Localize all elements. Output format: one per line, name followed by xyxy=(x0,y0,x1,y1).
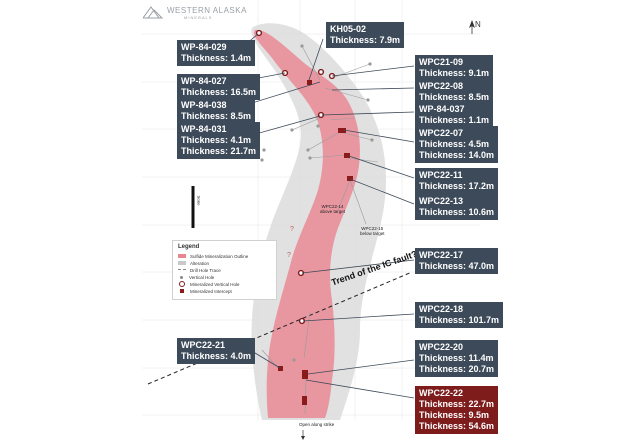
drill-trace xyxy=(349,179,367,225)
strike-arrow-head xyxy=(301,436,305,440)
leader-line xyxy=(307,359,415,375)
leader-line xyxy=(331,87,415,91)
legend-item: Vertical Hole xyxy=(178,274,214,280)
sulfide-mineralization-zone xyxy=(254,29,360,419)
legend-title: Legend xyxy=(178,244,200,250)
leader-line xyxy=(305,379,415,399)
drill-trace xyxy=(307,131,341,151)
company-name: WESTERN ALASKA xyxy=(167,6,247,15)
legend-item: Alteration xyxy=(178,260,209,266)
question-mark: ? xyxy=(290,226,294,233)
open-strike-label: Open along strike xyxy=(299,422,335,427)
question-mark: ? xyxy=(287,252,291,259)
vertical-hole xyxy=(316,124,320,128)
drill-trace xyxy=(331,63,371,79)
intercept xyxy=(347,176,353,181)
scale-label: Scale xyxy=(196,195,202,206)
leader-line xyxy=(349,178,415,205)
leader-line xyxy=(321,111,415,116)
company-sub: MINERALS xyxy=(184,15,213,20)
leader-line xyxy=(302,313,415,322)
leader-line xyxy=(348,155,415,179)
vertical-hole xyxy=(290,128,294,132)
vertical-hole xyxy=(292,358,296,362)
vertical-hole xyxy=(366,98,370,102)
legend-item: Mineralized Vertical Hole xyxy=(178,281,240,287)
vertical-hole xyxy=(370,138,374,142)
leader-line xyxy=(343,129,415,143)
intercept xyxy=(302,396,307,405)
legend-item: Sulfide Mineralization Outline xyxy=(178,253,248,259)
vertical-hole xyxy=(260,158,264,162)
legend-item: Drill Hole Trace xyxy=(178,267,221,273)
vertical-hole xyxy=(300,44,304,48)
mineralized-hole xyxy=(317,68,325,76)
drill-trace xyxy=(291,117,321,131)
legend: Legend Sulfide Mineralization Outline Al… xyxy=(172,240,277,300)
drill-trace xyxy=(309,154,346,159)
mineralized-intercepts xyxy=(278,80,353,405)
north-arrow-icon xyxy=(469,20,475,28)
intercept xyxy=(307,80,312,85)
leader-line xyxy=(308,38,324,81)
intercept xyxy=(344,153,350,158)
vertical-hole xyxy=(368,62,372,66)
leader-line xyxy=(331,65,415,77)
intercept xyxy=(278,366,283,371)
intercept xyxy=(302,370,308,379)
vertical-hole xyxy=(308,156,312,160)
drill-trace xyxy=(337,179,351,211)
leader-line xyxy=(251,81,321,104)
drill-trace xyxy=(329,117,356,121)
leader-line xyxy=(301,259,415,274)
drill-trace xyxy=(261,349,281,371)
north-label: N xyxy=(475,20,481,29)
drill-trace xyxy=(303,311,311,359)
logo-icon xyxy=(143,6,163,19)
leader-lines xyxy=(244,33,415,399)
vertical-hole xyxy=(306,148,310,152)
drill-trace xyxy=(301,45,321,81)
vertical-hole xyxy=(262,148,266,152)
drill-trace xyxy=(347,157,379,163)
legend-item: Mineralized Intercept xyxy=(178,288,232,294)
fault-trend-line xyxy=(147,271,413,385)
intercept xyxy=(338,128,346,133)
drill-trace xyxy=(339,131,373,141)
